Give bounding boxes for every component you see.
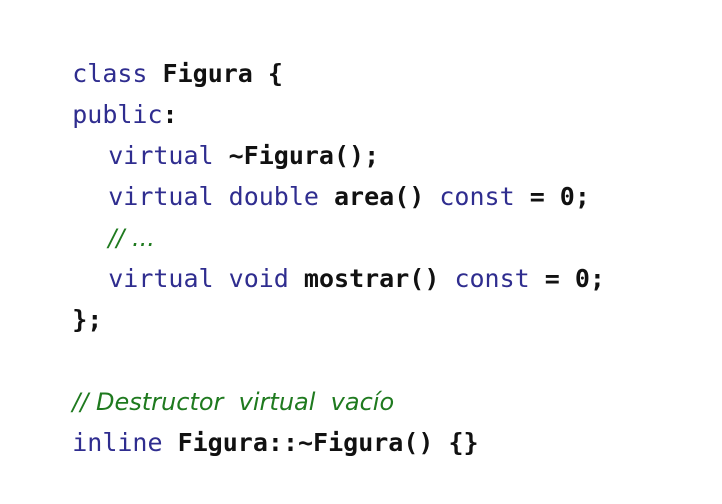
code-line-class-end: }; [12,258,712,334]
code-line-public: public: [12,53,712,129]
keyword-void: void [228,264,289,293]
keyword-inline: inline [72,428,163,457]
keyword-const: const [454,264,530,293]
class-name-text: Figura { [147,59,283,88]
destructor-comment: // Destructor virtual vacío [72,388,395,416]
class-closing-brace: }; [72,305,103,334]
code-listing: class Figura { public: virtual ~Figura()… [12,12,712,457]
destructor-declaration: ~Figura(); [213,141,380,170]
pure-specifier: = 0; [514,182,590,211]
keyword-virtual: virtual [108,141,214,170]
keyword-const: const [439,182,515,211]
keyword-class: class [72,59,148,88]
keyword-public: public [72,100,163,129]
code-line-virtual-destructor: virtual ~Figura(); [12,94,712,170]
keyword-virtual: virtual [108,264,214,293]
code-line-area-method: virtual double area() const = 0; [12,135,712,211]
mostrar-method-name: mostrar() [288,264,455,293]
inline-destructor-definition: Figura::~Figura() {} [162,428,479,457]
code-line-blank [12,299,712,340]
code-line-destructor-comment: // Destructor virtual vacío [12,340,712,416]
ellipsis-comment: // ... [108,224,155,252]
code-line-mostrar-method: virtual void mostrar() const = 0; [12,217,712,293]
public-colon: : [162,100,178,129]
pure-specifier: = 0; [529,264,605,293]
keyword-virtual: virtual [108,182,214,211]
code-line-class-declaration: class Figura { [12,12,712,88]
code-line-ellipsis-comment: // ... [12,176,712,252]
area-method-name: area() [318,182,440,211]
keyword-double: double [228,182,319,211]
